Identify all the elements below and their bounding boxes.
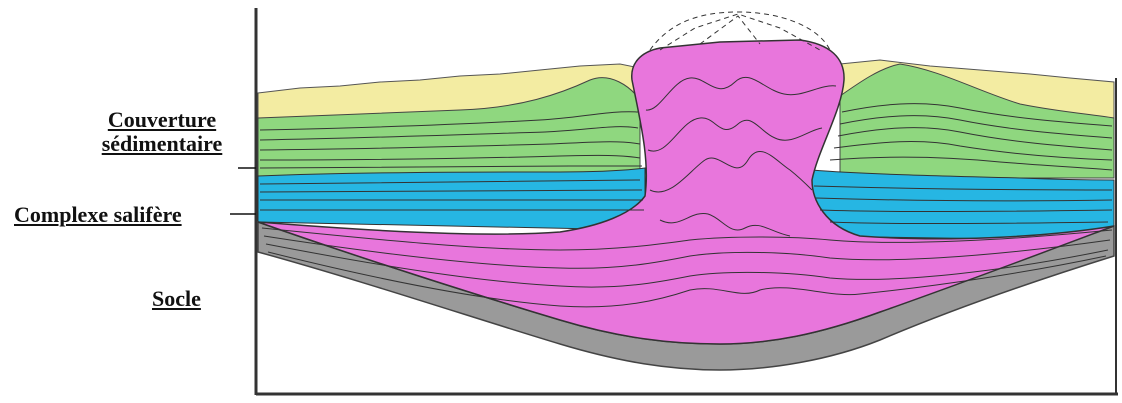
blue-sediment-layer-right	[812, 170, 1114, 240]
couverture-label-line1: Couverture	[78, 108, 246, 132]
couverture-sedimentaire-label: Couverture sédimentaire	[78, 108, 246, 156]
couverture-label-line2: sédimentaire	[78, 132, 246, 156]
blue-sediment-layer	[258, 168, 645, 230]
complexe-salifere-label: Complexe salifère	[14, 203, 182, 227]
socle-label: Socle	[152, 287, 201, 311]
